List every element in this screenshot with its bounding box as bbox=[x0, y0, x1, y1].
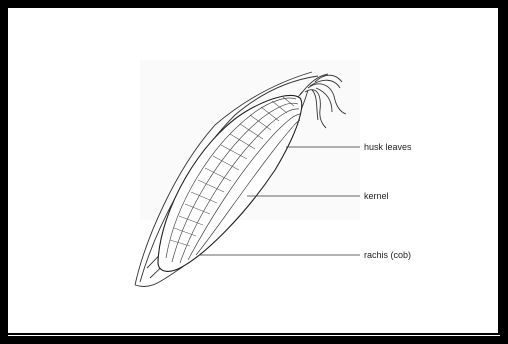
label-rachis: rachis (cob) bbox=[364, 250, 411, 260]
label-husk-leaves: husk leaves bbox=[364, 142, 412, 152]
label-kernel: kernel bbox=[364, 191, 389, 201]
